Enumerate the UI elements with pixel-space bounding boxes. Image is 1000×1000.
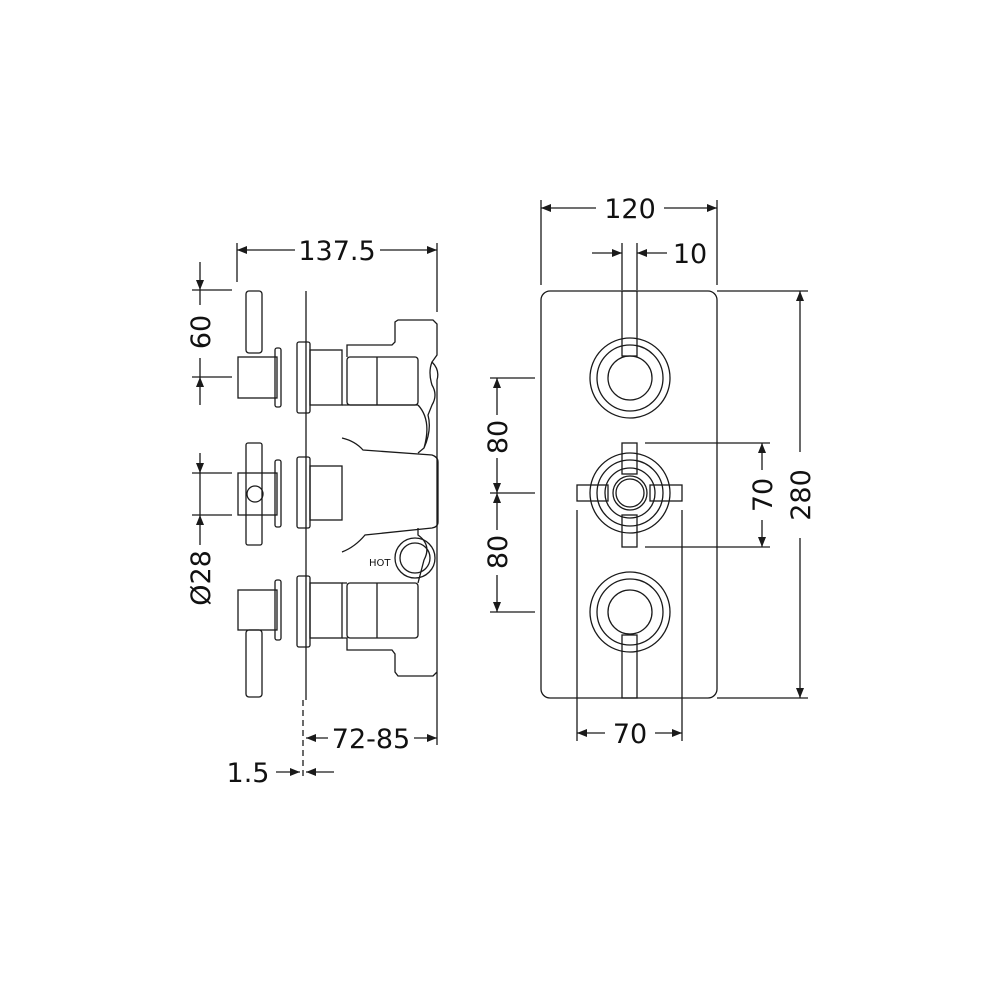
plate-width-label: 120	[604, 194, 656, 225]
bottom-valve-side	[237, 575, 419, 698]
width-label: 137.5	[298, 236, 375, 267]
cross-height-label: 70	[748, 478, 779, 512]
back-box-outline	[342, 319, 439, 700]
spacing-lower-label: 80	[483, 535, 514, 569]
hot-port-inner	[399, 542, 431, 574]
dimension-70-horizontal: 70	[576, 510, 683, 750]
dimension-60: 60	[186, 262, 232, 405]
spacing-upper-label: 80	[483, 420, 514, 454]
diameter-label: Ø28	[186, 550, 217, 606]
dimension-80-80: 80 80	[483, 377, 535, 613]
lever-offset-label: 60	[186, 315, 217, 349]
dimension-10: 10	[592, 239, 707, 290]
dimension-1-5: 1.5	[227, 758, 334, 789]
hot-port-outer	[394, 537, 436, 579]
plate-thickness-label: 1.5	[227, 758, 270, 789]
dimension-70-vertical: 70	[645, 442, 779, 548]
dimension-diameter-28: Ø28	[186, 453, 232, 606]
dimension-137-5: 137.5	[236, 236, 438, 312]
dimension-280: 280	[717, 290, 817, 699]
hot-label: HOT	[369, 558, 391, 569]
plate-height-label: 280	[786, 469, 817, 521]
depth-label: 72-85	[332, 724, 410, 755]
dimension-120: 120	[540, 194, 718, 285]
top-valve-side	[237, 290, 419, 414]
dimension-72-85: 72-85	[306, 700, 438, 755]
side-view: HOT 137.5 60 Ø28	[186, 236, 439, 789]
lever-width-label: 10	[673, 239, 707, 270]
cross-width-label: 70	[613, 719, 647, 750]
bottom-control-front	[589, 571, 671, 699]
faceplate	[540, 290, 718, 699]
front-view: 120 10 280 70	[483, 194, 817, 750]
top-control-front	[589, 290, 671, 419]
middle-control-front	[576, 442, 683, 548]
middle-valve-side	[237, 437, 439, 553]
